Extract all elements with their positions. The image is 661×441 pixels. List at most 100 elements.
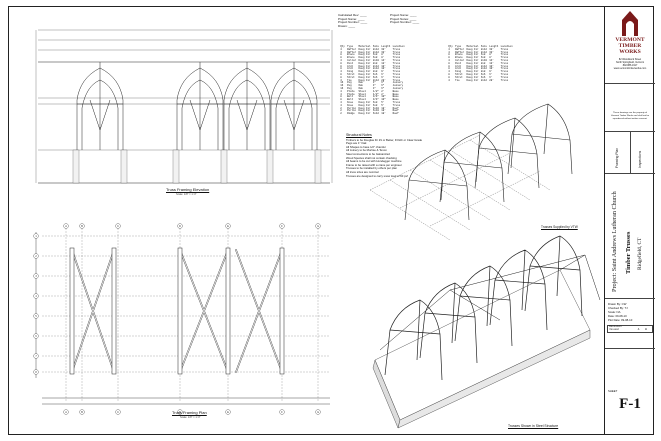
- schedule-cell: 6": [381, 81, 385, 85]
- schedule-cell: Rafter: [455, 47, 465, 51]
- schedule-cell: Tie: [455, 78, 460, 82]
- grid-row-label: 6: [35, 335, 37, 338]
- schedule-cell: Bolt: [347, 95, 354, 99]
- schedule-cell: 4: [340, 103, 342, 107]
- grid-bubble: [63, 409, 69, 415]
- project-label: Project:: [611, 272, 618, 292]
- elevation-post: [172, 149, 180, 184]
- schedule-cell: 8x12: [480, 64, 487, 68]
- notes-heading: Structural Notes: [346, 133, 372, 137]
- schedule-cell: 8': [381, 56, 385, 60]
- meta-line: Plot Date: 09-08-10: [608, 318, 633, 322]
- schedule-cell: 32': [489, 47, 494, 51]
- schedule-cell: 3/4": [372, 95, 379, 99]
- address-line: 82 Woodstock Street: [618, 58, 642, 61]
- header-right-line: Project Number: ____: [390, 20, 420, 25]
- schedule-cell: Base: [392, 92, 399, 96]
- schedule-cell: King: [347, 70, 354, 74]
- schedule-cell: Collar: [455, 58, 465, 62]
- schedule-cell: 8: [448, 67, 450, 71]
- schedule-cell: Truss: [392, 103, 401, 107]
- schedule-cell: Truss: [500, 58, 509, 62]
- schedule-header-cell: Size: [372, 45, 379, 48]
- schedule-cell: Truss: [392, 78, 401, 82]
- schedule-header-cell: Material: [358, 45, 371, 48]
- schedule-cell: 8: [340, 95, 342, 99]
- grid-bubble: [177, 223, 183, 229]
- schedule-cell: Doug Fir: [466, 75, 479, 79]
- schedule-cell: Peg: [347, 81, 352, 85]
- schedule-cell: Doug Fir: [466, 61, 479, 65]
- schedule-cell: Oak: [358, 86, 363, 90]
- grid-bubble: [33, 233, 39, 239]
- schedule-header-cell: Material: [466, 45, 479, 48]
- schedule-cell: Base: [392, 89, 399, 93]
- schedule-cell: 8: [448, 56, 450, 60]
- grid-row-label: 5: [35, 315, 37, 318]
- elevation-post: [72, 149, 80, 184]
- schedule-cell: Peg: [347, 86, 352, 90]
- schedule-cell: Doug Fir: [358, 47, 371, 51]
- meta-lines: Drawn By: CW Checked By: TJ Scale: NA Da…: [608, 302, 632, 322]
- grid-bubble: [33, 353, 39, 359]
- grid-bubble: [63, 223, 69, 229]
- schedule-cell: 8x10: [480, 58, 487, 62]
- schedule-cell: 8x12: [480, 78, 487, 82]
- schedule-header-cell: Type: [347, 45, 354, 48]
- schedule-cell: Doug Fir: [466, 53, 479, 57]
- grid-col-label: C: [117, 225, 119, 228]
- schedule-cell: 3/4": [372, 98, 379, 102]
- schedule-cell: Steel: [358, 92, 366, 96]
- schedule-cell: 8x12: [372, 64, 379, 68]
- drawing-sheet: [8, 6, 654, 435]
- schedule-cell: Purlin: [347, 106, 357, 110]
- meta-box: Drawn By: CW Checked By: TJ Scale: NA Da…: [605, 299, 655, 349]
- meta-line: Date: 09-08-10: [608, 314, 627, 318]
- grid-row-label: 8: [35, 371, 37, 374]
- schedule-cell: 8x8: [480, 70, 486, 74]
- schedule-cell: King: [455, 70, 462, 74]
- schedule-cell: Truss: [392, 64, 401, 68]
- schedule-cell: 10': [489, 67, 494, 71]
- logo-line: TIMBER: [618, 43, 642, 49]
- schedule-cell: 6x6: [480, 72, 486, 76]
- schedule-cell: 9': [381, 70, 385, 74]
- grid-bubble: [315, 223, 321, 229]
- schedule-cell: 10": [381, 98, 386, 102]
- schedule-cell: 8x12: [372, 67, 379, 71]
- schedule-cell: Doug Fir: [358, 70, 371, 74]
- schedule-cell: 8: [340, 56, 342, 60]
- schedule-cell: 8x12: [480, 67, 487, 71]
- schedule-cell: Oak: [358, 84, 363, 88]
- grid-col-label: B: [81, 225, 83, 228]
- rev-cell: B: [645, 327, 647, 331]
- schedule-cell: Roof: [392, 112, 399, 116]
- schedule-cell: Joinery: [392, 81, 404, 85]
- elevation-truss: [76, 62, 124, 150]
- schedule-cell: 8x12: [372, 78, 379, 82]
- iso1-caption: Trusses Supplied by VTW: [541, 225, 578, 229]
- schedule-cell: 2: [340, 106, 342, 110]
- schedule-cell: Brace: [347, 53, 355, 57]
- schedule-cell: 8x12: [480, 47, 487, 51]
- schedule-cell: 8x8: [480, 61, 486, 65]
- note-line: Frame to be raised with a crane per engi…: [346, 162, 402, 167]
- note-line: Wood Species shall not contain checking: [346, 155, 397, 160]
- church-logo-icon: [622, 11, 638, 36]
- grid-bubble: [279, 223, 285, 229]
- elevation-post: [220, 149, 228, 184]
- schedule-cell: Doug Fir: [358, 78, 371, 82]
- schedule-cell: Roof: [392, 106, 399, 110]
